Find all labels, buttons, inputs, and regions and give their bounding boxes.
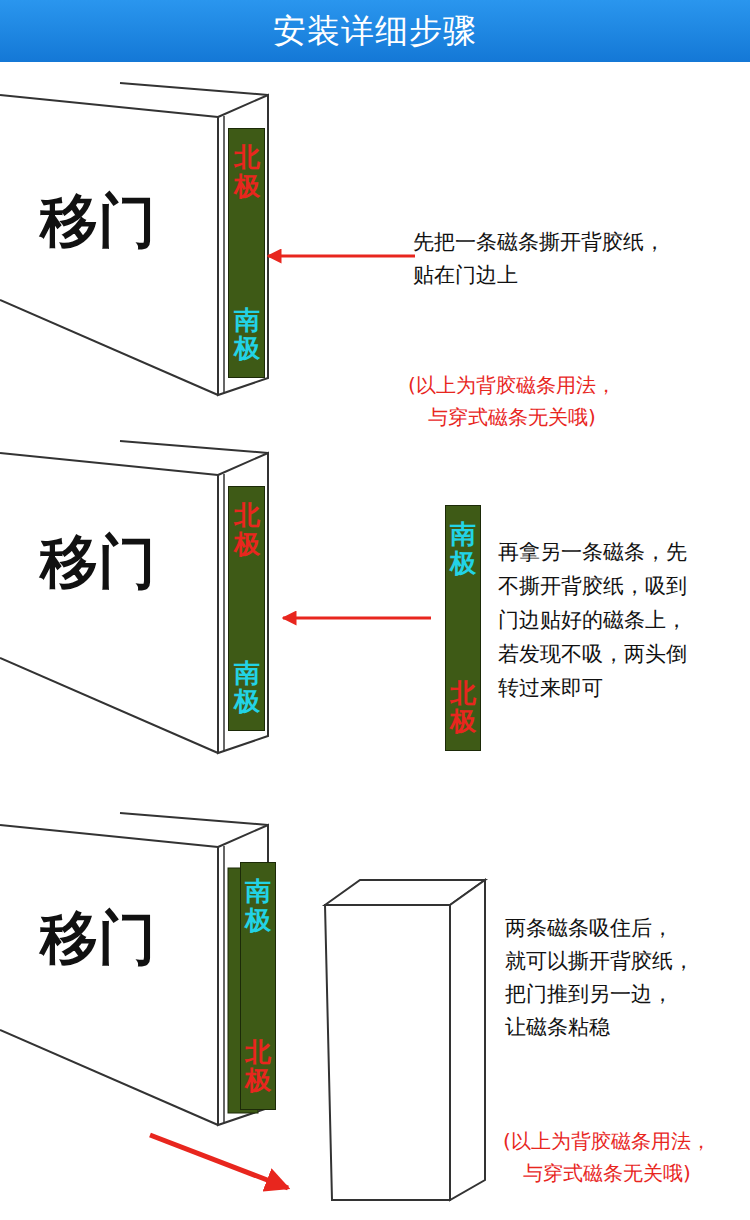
title-bar: 安装详细步骤	[0, 0, 750, 62]
pole-label: 南极	[234, 306, 260, 363]
instruction-text: 两条磁条吸住后， 就可以撕开背胶纸， 把门推到另一边， 让磁条粘稳	[505, 912, 694, 1044]
pole-label: 北极	[450, 679, 476, 736]
sliding-door	[0, 800, 268, 1125]
pointer-arrow	[268, 255, 415, 258]
door-region: 移门 北极南极	[0, 453, 300, 753]
magnet-strip: 北极南极	[228, 486, 265, 731]
door-label: 移门	[40, 531, 156, 595]
door-label: 移门	[40, 190, 156, 254]
pole-label: 北极	[245, 1038, 271, 1095]
sliding-door	[0, 70, 268, 395]
pole-label: 北极	[234, 501, 260, 558]
title-text: 安装详细步骤	[0, 0, 750, 62]
door-region: 移门 南极北极	[0, 825, 300, 1125]
magnet-strip: 南极北极	[445, 505, 481, 751]
sliding-door	[0, 428, 268, 753]
pole-label: 南极	[245, 877, 271, 934]
instruction-text: 先把一条磁条撕开背胶纸， 贴在门边上	[413, 226, 665, 292]
push-arrow	[150, 1135, 288, 1188]
instruction-text: 再拿另一条磁条，先 不撕开背胶纸，吸到 门边贴好的磁条上， 若发现不吸，两头倒 …	[498, 535, 687, 705]
other-door	[325, 880, 485, 1200]
pole-label: 北极	[234, 143, 260, 200]
note-text: (以上为背胶磁条用法， 与穿式磁条无关哦)	[503, 1125, 711, 1189]
magnet-strip: 北极南极	[228, 128, 265, 378]
pole-label: 南极	[450, 520, 476, 577]
magnet-strip: 南极北极	[240, 862, 276, 1110]
door-region: 移门 北极南极	[0, 95, 300, 395]
door-label: 移门	[40, 907, 156, 971]
connector-arrow	[283, 617, 431, 620]
pole-label: 南极	[234, 659, 260, 716]
note-text: (以上为背胶磁条用法， 与穿式磁条无关哦)	[408, 369, 616, 433]
